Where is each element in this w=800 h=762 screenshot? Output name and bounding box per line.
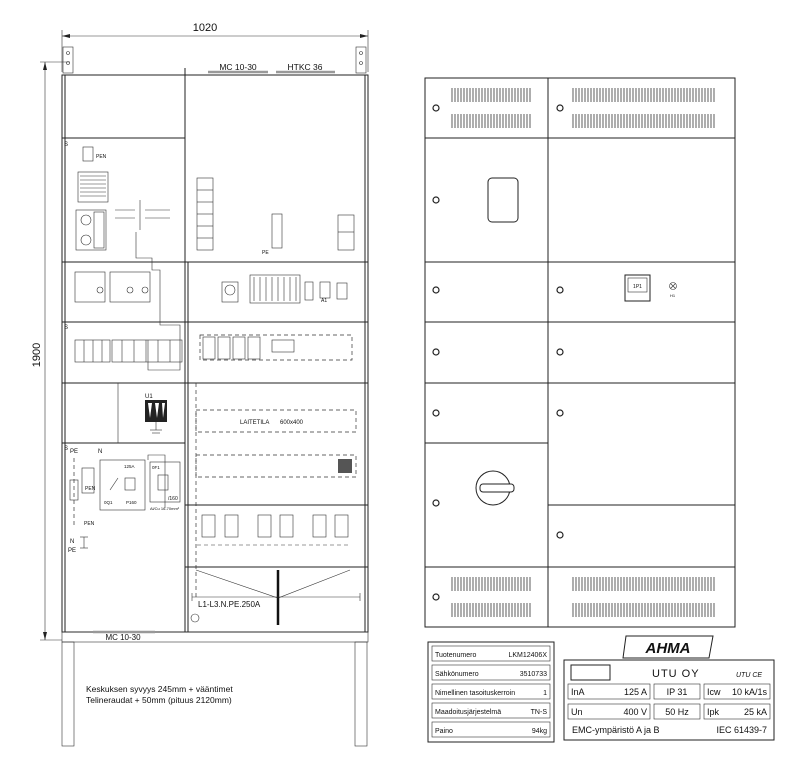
info-row bbox=[431, 645, 551, 662]
equipment-size-label: 600x400 bbox=[280, 420, 304, 426]
nameplate-cell-value: 50 Hz bbox=[665, 707, 689, 717]
info-row bbox=[431, 683, 551, 700]
pen-label: PEN bbox=[84, 521, 95, 527]
info-row bbox=[431, 702, 551, 719]
equipment-space-label: LAITETILA bbox=[240, 420, 269, 426]
section-mark: S bbox=[64, 142, 68, 148]
bottom-rail-label: MC 10-30 bbox=[105, 633, 141, 642]
info-row-value: TN-S bbox=[531, 709, 548, 716]
nameplate-cell-value: 400 V bbox=[623, 707, 647, 717]
rail-note: Telineraudat + 50mm (pituus 2120mm) bbox=[86, 695, 232, 705]
height-dimension: 1900 bbox=[31, 61, 70, 641]
fuse-label: /160 bbox=[168, 496, 178, 502]
info-row bbox=[431, 721, 551, 738]
height-dimension-label: 1900 bbox=[31, 343, 43, 367]
n-label: N bbox=[70, 539, 74, 545]
section-mark: S bbox=[64, 446, 68, 452]
width-dimension: 1020 bbox=[61, 22, 369, 72]
p160-label: P160 bbox=[126, 500, 137, 505]
nameplate-cell bbox=[703, 683, 771, 700]
meter-label: 1P1 bbox=[633, 284, 642, 290]
info-row bbox=[431, 664, 551, 681]
rating-label: 125A bbox=[124, 464, 135, 469]
standard-label: IEC 61439-7 bbox=[716, 725, 767, 735]
ventilation-grille bbox=[451, 88, 715, 617]
nameplate-cell bbox=[567, 683, 651, 700]
section-mark: S bbox=[64, 325, 68, 331]
cable-spec-label: Al/Cu 16-70mm² bbox=[150, 506, 180, 511]
nameplate-cell-value: 125 A bbox=[624, 687, 647, 697]
front-view: 1P1 H1 bbox=[424, 77, 736, 628]
info-row-value: 94kg bbox=[532, 728, 547, 735]
depth-note: Keskuksen syvyys 245mm + vääntimet bbox=[86, 684, 233, 694]
info-row-label: Maadoitusjärjestelmä bbox=[435, 709, 501, 716]
indicator-lamp-icon bbox=[669, 282, 677, 290]
info-row-label: Tuotenumero bbox=[435, 652, 476, 659]
width-dimension-label: 1020 bbox=[193, 22, 217, 34]
pe-label: PE bbox=[70, 449, 78, 455]
f01-label: 0F1 bbox=[152, 465, 160, 470]
busbar-label: L1-L3.N.PE.250A bbox=[198, 600, 261, 609]
certification-marks: UTU CE bbox=[736, 672, 762, 679]
nameplate-cell-label: InA bbox=[571, 687, 585, 697]
nameplate-cell-label: Ipk bbox=[707, 707, 720, 717]
nameplate-cell bbox=[703, 703, 771, 720]
info-row-label: Sähkönumero bbox=[435, 671, 479, 678]
nameplate-cell bbox=[567, 703, 651, 720]
nameplate-cell-value: 25 kA bbox=[744, 707, 767, 717]
pen-label: PEN bbox=[85, 486, 96, 492]
n-label: N bbox=[98, 449, 102, 455]
info-row-value: LKM12406X bbox=[508, 652, 547, 659]
nameplate-cell-value: IP 31 bbox=[667, 687, 688, 697]
internal-layout-view: 1020 1900 MC 10-30 HTKC 36 S S S bbox=[31, 22, 369, 747]
nameplate-cell-label: Icw bbox=[707, 687, 721, 697]
terminal-group: PE bbox=[196, 177, 355, 256]
emc-label: EMC-ympäristö A ja B bbox=[572, 725, 660, 735]
a1-label: A1 bbox=[321, 298, 327, 304]
info-table: Tuotenumero LKM12406X Sähkönumero 3510733Ni… bbox=[427, 641, 555, 743]
outgoing-breakers bbox=[197, 514, 350, 546]
top-rail-label: HTKC 36 bbox=[288, 62, 323, 72]
manufacturer-label: UTU OY bbox=[652, 668, 700, 680]
info-row-label: Paino bbox=[435, 728, 453, 735]
q01-label: 0Q1 bbox=[104, 500, 113, 505]
door-lock-icons bbox=[432, 104, 564, 601]
top-rail-label: MC 10-30 bbox=[219, 62, 257, 72]
earth-icon bbox=[190, 613, 200, 623]
nameplate-cell bbox=[653, 683, 701, 700]
pen-label: PEN bbox=[96, 154, 107, 160]
u1-label: U1 bbox=[145, 394, 153, 400]
pe-terminal-label: PE bbox=[262, 250, 269, 256]
window bbox=[487, 177, 519, 223]
main-switch-handle[interactable] bbox=[475, 470, 515, 506]
nameplate-cell-value: 10 kA/1s bbox=[732, 687, 768, 697]
nameplate: AHMA UTU OY UTU CE InA 125 A IP 31 Icw 10 kA… bbox=[563, 635, 775, 741]
nameplate-cell bbox=[653, 703, 701, 720]
nameplate-cell-label: Un bbox=[571, 707, 583, 717]
info-row-value: 3510733 bbox=[520, 671, 547, 678]
pe-label: PE bbox=[68, 548, 76, 554]
info-row-value: 1 bbox=[543, 690, 547, 697]
energy-meter bbox=[624, 274, 651, 302]
brand-logo: AHMA bbox=[645, 640, 691, 657]
indicator-label: H1 bbox=[670, 293, 676, 298]
info-row-label: Nimellinen tasoituskerroin bbox=[435, 690, 515, 697]
